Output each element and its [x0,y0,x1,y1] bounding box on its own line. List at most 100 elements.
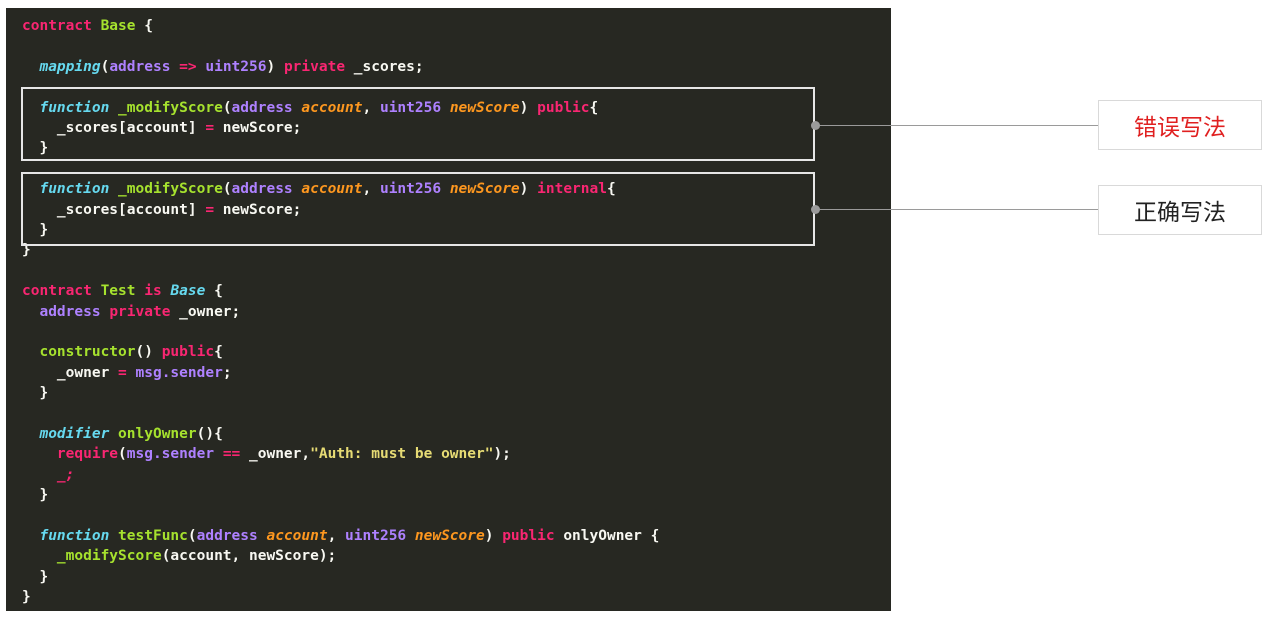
code-token: newScore; [214,120,302,136]
connector-line-correct [816,209,1098,210]
code-line: } [22,383,48,403]
code-line: modifier onlyOwner(){ [22,424,223,444]
code-token: contract [22,18,92,34]
code-token: testFunc [118,528,188,544]
code-token: ) [484,528,503,544]
code-token: ) [519,181,538,198]
code-token: newScore; [214,201,302,218]
code-token: public [537,99,590,116]
code-token: { [205,283,223,300]
code-token: account [301,99,363,116]
code-token: private [109,303,171,320]
code-line: require(msg.sender == _owner,"Auth: must… [22,444,511,464]
code-line: _scores[account] = newScore; [22,200,301,220]
code-line: address private _owner; [22,302,240,322]
code-token: _owner, [240,446,311,463]
code-token [406,528,415,544]
code-token: , [362,181,380,198]
code-token: ; [222,364,232,381]
code-token: address [231,181,293,198]
code-line: contract Base { [22,16,153,36]
code-token: = [205,120,215,136]
code-token: ) [519,99,538,116]
code-token: function [39,99,110,116]
code-token: Test [100,283,136,300]
code-line: function _modifyScore(address account, u… [22,98,598,118]
code-token: require [56,446,119,463]
code-line: } [22,587,31,607]
code-token: private [283,58,346,75]
code-token: () [135,344,162,361]
code-token: } [22,222,49,238]
code-token: _owner; [170,303,241,320]
code-token: ( [100,58,110,75]
code-token: onlyOwner [118,426,197,442]
code-line: } [22,138,48,158]
code-token [22,446,57,462]
code-token: } [22,385,49,402]
code-token: _modifyScore [118,181,223,198]
code-token: _; [56,466,75,483]
connector-dot-wrong [811,121,820,130]
code-token [170,59,179,75]
connector-line-wrong [816,125,1098,126]
code-token: ( [187,528,197,544]
code-token: function [39,181,110,198]
code-token: } [22,242,31,259]
code-token: address [109,58,171,75]
code-token: } [22,589,31,606]
code-token: uint256 [379,181,442,198]
code-token: { [606,181,616,198]
code-line: mapping(address => uint256) private _sco… [22,57,424,77]
code-token [22,304,39,320]
code-token: account [301,181,363,198]
connector-dot-correct [811,205,820,214]
code-token: _scores[account] [22,120,206,136]
code-token: = [205,201,215,218]
code-token: public [502,528,555,544]
code-token: _modifyScore [118,99,223,116]
code-token: account [266,528,328,544]
code-token: contract [22,283,92,300]
code-line: } [22,567,48,587]
correct-usage-label: 正确写法 [1098,185,1262,235]
code-token [109,528,118,544]
code-line: _scores[account] = newScore; [22,118,301,138]
code-token: uint256 [205,58,267,75]
code-line: _; [22,465,74,485]
code-token: ); [493,446,511,463]
code-line: function testFunc(address account, uint2… [22,526,659,546]
code-token: internal [537,181,607,198]
code-token: (account, newScore); [161,548,337,565]
code-token [22,59,39,75]
code-token: address [231,99,293,116]
code-token: uint256 [345,528,407,544]
code-token [101,304,110,320]
code-token: address [39,303,101,320]
wrong-usage-label: 错误写法 [1098,100,1262,150]
code-line: _modifyScore(account, newScore); [22,546,336,566]
code-token [92,283,101,299]
code-token: "Auth: must be owner" [310,446,494,463]
code-token: ) [266,58,284,75]
code-token: } [22,487,49,504]
code-line: } [22,485,48,505]
highlight-box-correct [21,172,815,246]
code-token [136,283,145,299]
code-token: { [589,99,599,116]
code-token: = [118,364,127,381]
code-token: _scores; [345,58,424,75]
code-token: newScore [414,528,485,544]
code-token [109,426,118,442]
code-token: msg.sender [126,446,215,463]
code-token: (){ [196,426,223,442]
code-line: } [22,240,31,260]
highlight-box-wrong [21,87,815,161]
code-token: ( [222,99,232,116]
code-token: onlyOwner { [554,528,660,544]
code-token: { [214,344,223,361]
code-line: contract Test is Base { [22,281,223,301]
code-token: _scores[account] [22,201,206,218]
code-editor: contract Base { mapping(address => uint2… [6,8,891,611]
code-token [22,548,57,564]
